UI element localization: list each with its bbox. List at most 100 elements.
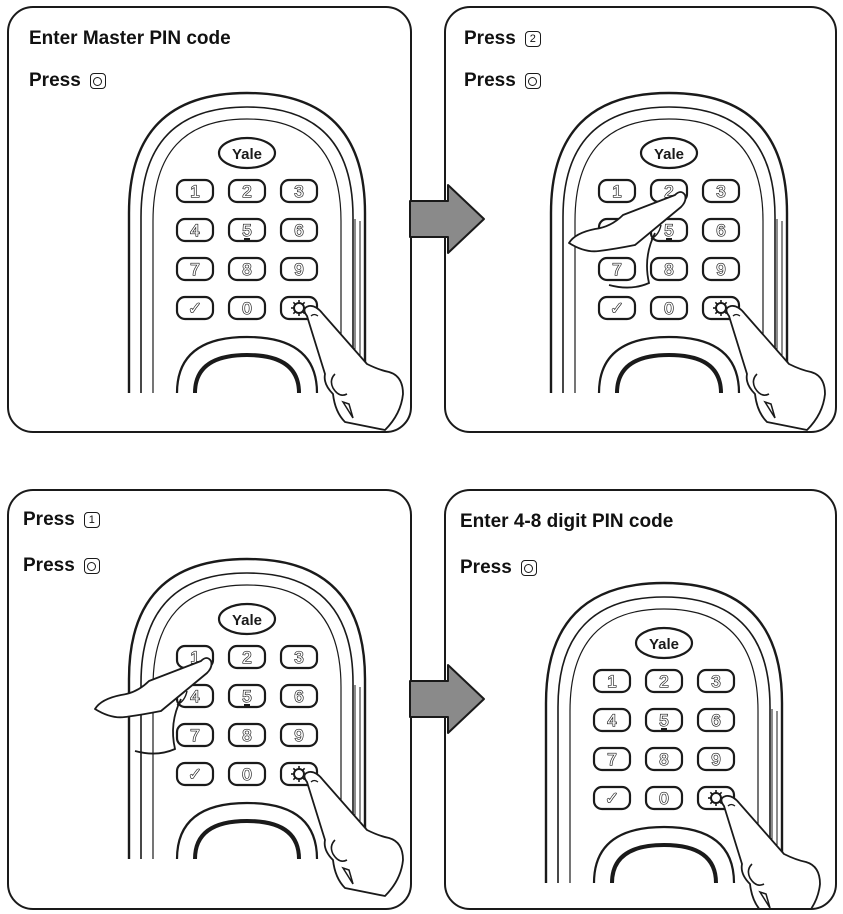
keypad-key-check: ✓: [177, 763, 213, 785]
keypad-key-9: 9: [698, 748, 734, 770]
keypad-key-1: 1: [599, 180, 635, 202]
svg-text:3: 3: [716, 182, 725, 201]
keypad-lock-illustration: Yale 1 2 3 4 5 6 7 8 9 ✓ 0: [446, 491, 837, 910]
keypad-key-0: 0: [229, 763, 265, 785]
step-line: Press 2: [464, 28, 541, 50]
svg-text:4: 4: [190, 687, 199, 706]
step-panel-1: Enter Master PIN code Press Yale 1 2 3 4 5 6 7 8…: [7, 6, 412, 433]
settings-key-icon: [90, 73, 106, 89]
keypad-key-8: 8: [229, 258, 265, 280]
keypad-key-9: 9: [281, 724, 317, 746]
logo-text: Yale: [232, 146, 262, 163]
svg-text:9: 9: [294, 726, 303, 745]
svg-text:✓: ✓: [188, 299, 202, 318]
right-arrow-icon: [408, 663, 486, 735]
logo-text: Yale: [654, 146, 684, 163]
svg-text:✓: ✓: [610, 299, 624, 318]
svg-text:6: 6: [711, 711, 720, 730]
step-label: Press: [460, 557, 512, 579]
keypad-key-3: 3: [698, 670, 734, 692]
keypad-key-3: 3: [281, 646, 317, 668]
keypad-key-check: ✓: [599, 297, 635, 319]
svg-text:7: 7: [612, 260, 621, 279]
keypad-key-check: ✓: [594, 787, 630, 809]
svg-text:8: 8: [242, 260, 251, 279]
svg-text:✓: ✓: [605, 789, 619, 808]
step-line: Press 1: [23, 509, 100, 531]
settings-key-icon: [525, 73, 541, 89]
keypad-key-3: 3: [281, 180, 317, 202]
keypad-key-5: 5: [229, 685, 265, 707]
svg-text:8: 8: [664, 260, 673, 279]
yale-logo: Yale: [219, 138, 275, 168]
keypad-key-7: 7: [594, 748, 630, 770]
settings-key-icon: [84, 558, 100, 574]
key-1-icon: 1: [84, 512, 100, 528]
step-line: Press: [460, 557, 537, 579]
keypad-key-5: 5: [646, 709, 682, 731]
step-panel-4: Enter 4-8 digit PIN code Press Yale 1 2 3 4 5…: [444, 489, 837, 910]
step-label: Press: [29, 70, 81, 92]
step-line: Press: [464, 70, 541, 92]
keypad-key-2: 2: [646, 670, 682, 692]
svg-text:3: 3: [711, 672, 720, 691]
keypad-key-8: 8: [651, 258, 687, 280]
svg-text:5: 5: [664, 221, 673, 240]
panel-heading: Enter 4-8 digit PIN code: [460, 511, 673, 533]
step-label: Press: [23, 555, 75, 577]
svg-text:4: 4: [607, 711, 616, 730]
keypad-key-3: 3: [703, 180, 739, 202]
svg-text:2: 2: [659, 672, 668, 691]
svg-text:3: 3: [294, 182, 303, 201]
svg-text:5: 5: [242, 687, 251, 706]
keypad-key-6: 6: [281, 219, 317, 241]
step-label: Press: [23, 509, 75, 531]
keypad-key-7: 7: [599, 258, 635, 280]
svg-text:1: 1: [607, 672, 616, 691]
keypad-key-4: 4: [177, 219, 213, 241]
svg-text:5: 5: [242, 221, 251, 240]
keypad-key-6: 6: [703, 219, 739, 241]
keypad-key-2: 2: [229, 646, 265, 668]
svg-text:8: 8: [659, 750, 668, 769]
yale-logo: Yale: [641, 138, 697, 168]
svg-text:0: 0: [659, 789, 668, 808]
keypad-key-check: ✓: [177, 297, 213, 319]
svg-text:4: 4: [190, 221, 199, 240]
keypad-key-4: 4: [594, 709, 630, 731]
svg-text:6: 6: [716, 221, 725, 240]
heading-text: Enter 4-8 digit PIN code: [460, 511, 673, 533]
keypad-key-0: 0: [229, 297, 265, 319]
yale-logo: Yale: [636, 628, 692, 658]
svg-text:2: 2: [242, 648, 251, 667]
step-label: Press: [464, 28, 516, 50]
svg-text:9: 9: [294, 260, 303, 279]
keypad-key-0: 0: [651, 297, 687, 319]
svg-text:3: 3: [294, 648, 303, 667]
keypad-key-0: 0: [646, 787, 682, 809]
keypad-key-7: 7: [177, 724, 213, 746]
panel-heading: Enter Master PIN code: [29, 28, 231, 50]
svg-text:7: 7: [190, 726, 199, 745]
step-line: Press: [29, 70, 106, 92]
keypad-key-1: 1: [594, 670, 630, 692]
svg-text:7: 7: [607, 750, 616, 769]
svg-text:9: 9: [711, 750, 720, 769]
step-label: Press: [464, 70, 516, 92]
keypad-key-2: 2: [229, 180, 265, 202]
keypad-key-7: 7: [177, 258, 213, 280]
svg-text:✓: ✓: [188, 765, 202, 784]
svg-text:0: 0: [242, 299, 251, 318]
svg-text:2: 2: [242, 182, 251, 201]
keypad-key-5: 5: [229, 219, 265, 241]
keypad-key-9: 9: [281, 258, 317, 280]
svg-text:9: 9: [716, 260, 725, 279]
keypad-key-9: 9: [703, 258, 739, 280]
svg-text:0: 0: [242, 765, 251, 784]
svg-text:1: 1: [190, 182, 199, 201]
step-line: Press: [23, 555, 100, 577]
keypad-key-1: 1: [177, 180, 213, 202]
